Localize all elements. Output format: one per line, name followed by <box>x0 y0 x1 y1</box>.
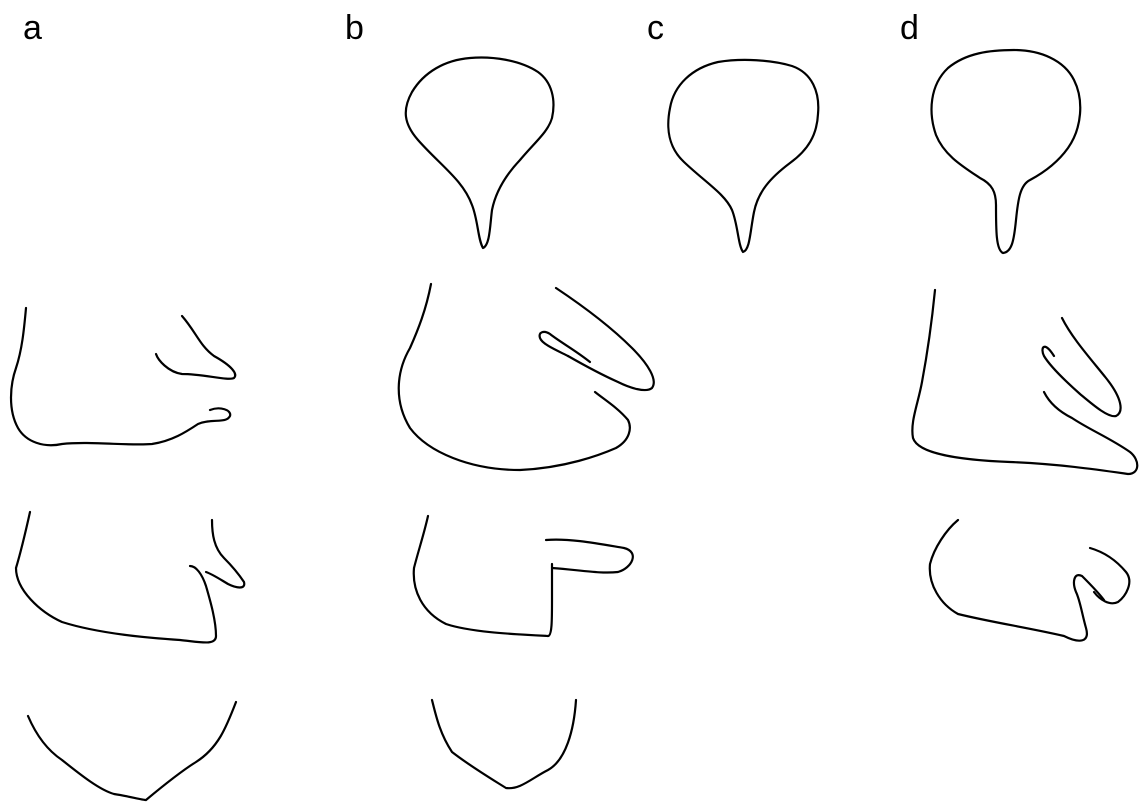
panel-label-c: c <box>647 9 664 47</box>
outline-b-row2-long <box>554 286 655 392</box>
outline-c-top <box>667 58 820 254</box>
outline-b-row3-bar <box>544 538 634 574</box>
outline-b-row4 <box>430 698 578 790</box>
outline-a-row4 <box>26 700 238 802</box>
outline-d-row2-main <box>911 288 1139 476</box>
outline-d-row3-main <box>928 518 1106 642</box>
outline-d-row2-inner <box>1041 316 1122 418</box>
panel-label-b: b <box>345 9 364 47</box>
outline-b-row2-hook <box>538 330 592 364</box>
outline-b-top <box>404 56 555 250</box>
outline-a-row3-main <box>14 510 218 644</box>
outline-d-top <box>930 48 1082 255</box>
panel-label-d: d <box>900 9 919 47</box>
panel-label-a: a <box>23 9 42 47</box>
outline-b-row3-main <box>412 514 554 638</box>
outline-a-row2-main <box>9 306 232 447</box>
outline-a-row2-hook <box>154 314 237 380</box>
outline-b-row2-main <box>397 282 631 472</box>
outline-a-row3-hook <box>204 518 246 589</box>
outline-d-row3-hook <box>1088 546 1131 605</box>
